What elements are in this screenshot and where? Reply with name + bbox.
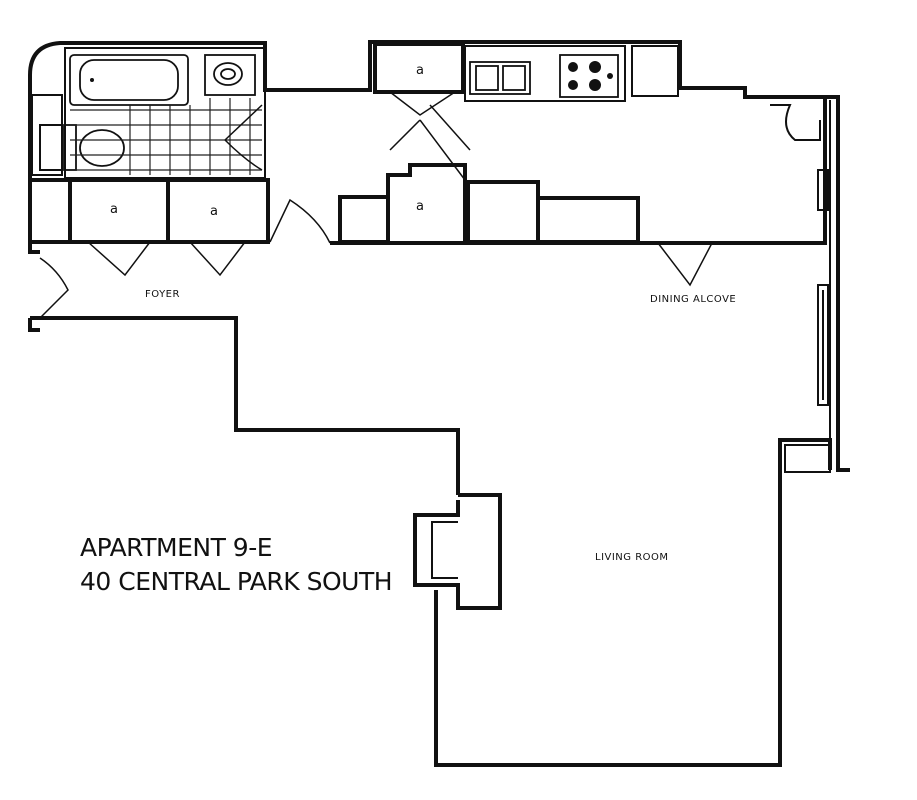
fireplace	[413, 500, 460, 600]
toilet	[63, 124, 125, 171]
closet-mark: a	[110, 202, 118, 217]
kitchen	[338, 42, 821, 287]
bathroom	[31, 47, 266, 179]
tile-floor	[70, 98, 262, 175]
room-label-living-room: LIVING ROOM	[595, 552, 669, 563]
exterior-walls	[28, 40, 850, 767]
kitchen-sink	[469, 61, 531, 95]
closet-mark: a	[416, 63, 424, 78]
bathtub	[69, 54, 189, 106]
windows	[817, 169, 829, 406]
closet-mark: a	[416, 199, 424, 214]
stove	[559, 54, 619, 98]
apartment-address: 40 CENTRAL PARK SOUTH	[80, 567, 392, 596]
room-label-foyer: FOYER	[145, 289, 180, 300]
column	[784, 444, 831, 473]
closet-mark: a	[210, 204, 218, 219]
foyer-closets	[28, 178, 331, 319]
sink	[204, 54, 256, 96]
apartment-title: APARTMENT 9-E	[80, 533, 272, 562]
room-label-dining-alcove: DINING ALCOVE	[650, 294, 736, 305]
